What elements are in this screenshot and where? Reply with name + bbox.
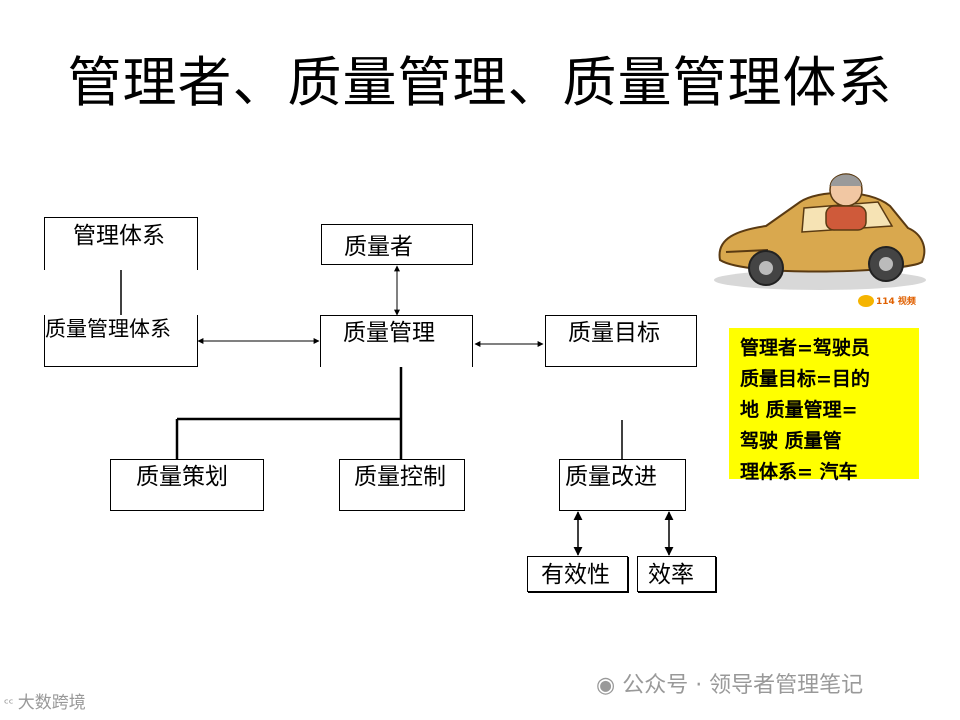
analogy-line: 质量目标=目的: [740, 368, 870, 390]
logo-text: 114 视频: [876, 295, 916, 307]
watermark-left-text: 大数跨境: [17, 693, 86, 713]
watermark-right: ◉ 公众号 · 领导者管理笔记: [596, 667, 863, 699]
box-label: 管理体系: [73, 223, 165, 249]
box-quality-management: 质量管理: [320, 315, 473, 367]
watermark-right-text: 公众号 · 领导者管理笔记: [622, 673, 864, 698]
box-quality-management-system: 质量管理体系: [44, 315, 198, 367]
box-label: 质量策划: [136, 464, 228, 490]
box-label: 有效性: [541, 562, 610, 588]
box-label: 效率: [648, 562, 694, 588]
box-management-system: 管理体系: [44, 217, 198, 270]
box-label: 质量管理体系: [45, 317, 171, 341]
box-label: 质量管理: [343, 320, 435, 346]
box-quality-person: 质量者: [321, 224, 473, 265]
watermark-left: ᶜᶜ 大数跨境: [4, 688, 86, 713]
watermark-logo-icon: ᶜᶜ: [4, 697, 18, 712]
analogy-note: 管理者=驾驶员 质量目标=目的 地 质量管理= 驾驶 质量管 理体系= 汽车: [729, 328, 919, 483]
box-quality-improvement: 质量改进: [559, 459, 686, 511]
box-quality-goal: 质量目标: [545, 315, 697, 367]
analogy-line: 地 质量管理=: [740, 399, 858, 421]
analogy-line: 驾驶 质量管: [740, 430, 842, 452]
car-driver-illustration: 114 视频: [714, 173, 926, 307]
analogy-line: 理体系= 汽车: [740, 461, 858, 483]
box-label: 质量者: [344, 234, 413, 260]
box-effectiveness: 有效性: [527, 556, 628, 592]
box-label: 质量控制: [354, 464, 446, 490]
box-efficiency: 效率: [637, 556, 716, 592]
wechat-icon: ◉: [596, 673, 616, 698]
box-quality-control: 质量控制: [339, 459, 465, 511]
box-label: 质量改进: [565, 464, 657, 490]
analogy-line: 管理者=驾驶员: [740, 337, 870, 359]
page-title: 管理者、质量管理、质量管理体系: [67, 51, 893, 114]
box-label: 质量目标: [568, 320, 660, 346]
box-quality-planning: 质量策划: [110, 459, 264, 511]
